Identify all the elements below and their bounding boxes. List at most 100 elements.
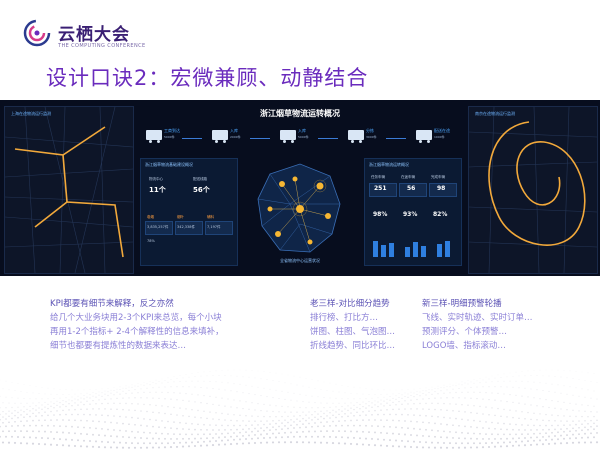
wave-dot [5,435,7,438]
wave-dot [407,440,409,443]
wave-dot [248,420,250,422]
logo-name-en: THE COMPUTING CONFERENCE [58,43,146,49]
wave-dot [179,407,181,409]
wave-dot [428,389,430,391]
wave-dot [44,419,46,422]
wave-dot [203,395,205,397]
wave-dot [314,422,316,424]
wave-dot [500,428,502,431]
wave-dot [563,430,565,433]
wave-dot [404,433,406,436]
wave-dot [218,404,220,406]
wave-dot [535,443,539,446]
wave-dot [542,375,544,377]
kpi-box [429,183,457,197]
left-city-map: 上海在途物流运行监测 [4,106,134,274]
wave-dot [326,389,328,391]
wave-dot [191,423,193,425]
wave-dot [59,406,61,408]
wave-dot [500,376,502,378]
wave-dot [326,402,328,404]
wave-dot [233,369,235,371]
wave-dot [35,436,37,439]
wave-dot [128,386,130,388]
wave-dot [155,383,157,385]
wave-dot [242,420,244,422]
wave-dot [257,415,259,418]
conference-logo: 云栖大会 THE COMPUTING CONFERENCE [22,16,162,56]
wave-dot [503,441,505,444]
wave-dot [143,391,145,393]
wave-dot [83,389,85,391]
wave-dot [275,389,277,391]
wave-dot [458,397,460,399]
wave-dot [73,444,77,448]
wave-dot [569,370,571,372]
wave-dot [467,404,469,406]
right-map-label: 南京在途物流运行监测 [475,111,515,116]
wave-dot [389,396,391,397]
wave-dot [224,375,226,377]
wave-dot [89,389,91,391]
wave-dot [512,416,514,419]
wave-dot [413,403,415,405]
wave-dot [95,414,97,416]
wave-dot [176,386,178,388]
wave-dot [596,431,598,434]
wave-dot [425,390,427,392]
wave-dot [380,403,382,405]
wave-dot [503,433,505,436]
wave-dot [500,386,502,388]
wave-dot [185,380,187,382]
wave-dot [164,398,166,400]
wave-dot [152,437,154,440]
mini-bar [373,241,378,257]
wave-dot [146,383,148,385]
wave-dot [578,395,580,397]
wave-dot [391,445,395,448]
wave-dot [323,397,325,398]
wave-dot [257,437,259,440]
wave-dot [98,420,100,423]
dashboard-center: 浙江烟草物流运转概况 工商到达 5000件 入库 2000件 入库 5000件 [136,106,464,272]
wave-dot [140,388,142,390]
wave-dot [253,441,257,445]
wave-dot [455,403,457,405]
wave-dot [125,385,127,387]
wave-dot [470,411,472,414]
wave-dot [503,422,505,425]
wave-dot [107,441,109,444]
wave-dot [65,397,67,399]
wave-dot [320,421,322,424]
wave-dot [248,434,250,437]
flow-step: 入库 5000件 [276,124,320,154]
wave-dot [425,387,427,389]
wave-dot [383,405,385,407]
wave-dot [596,419,598,421]
wave-dot [416,434,418,437]
wave-dot [425,428,427,431]
wave-dot [323,435,325,438]
wave-dot [259,441,263,444]
wave-dot [71,413,73,416]
wave-dot [200,437,202,440]
wave-dot [437,385,439,387]
wave-dot [500,400,502,402]
wave-dot [209,381,211,382]
wave-dot [377,397,379,399]
wave-dot [559,442,563,445]
wave-dot [149,418,151,421]
wave-dot [482,427,484,429]
wave-dot [68,409,70,411]
wave-dot [215,433,217,435]
wave-dot [89,413,91,416]
wave-dot [77,395,79,397]
wave-dot [593,428,595,431]
wave-dot [401,413,403,416]
wave-dot [539,432,541,435]
wave-dot [224,389,226,391]
wave-dot [524,429,526,431]
wave-dot [35,405,37,407]
kpi-box-value: 7,197件 [207,225,221,229]
wave-dot [74,408,76,411]
